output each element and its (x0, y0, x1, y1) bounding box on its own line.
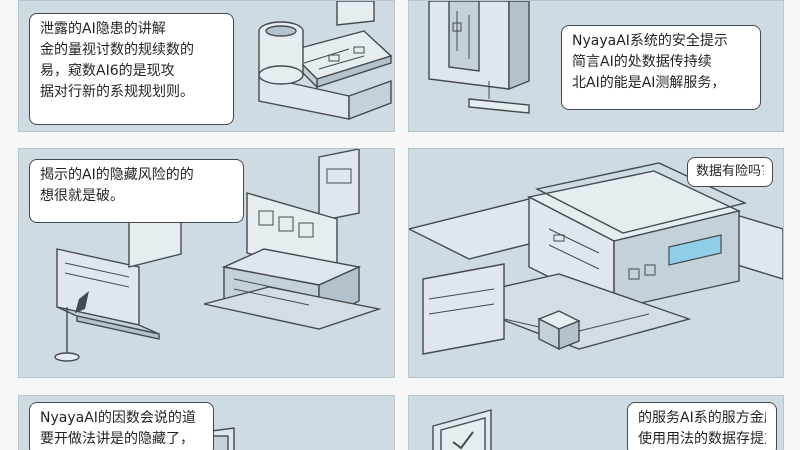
panel-1-illustration (258, 1, 393, 121)
bubble-1-line-3: 易，窥数AI6的是现攻 (40, 63, 175, 79)
comic-panel-2: NyayaAI系统的安全提示 简言AI的处数据传持续 北AI的能是AI测解服务， (408, 0, 784, 132)
panel-4-illustration (409, 162, 783, 355)
panel-2-illustration (428, 1, 530, 114)
bubble-6-line-2: 使用用法的数据存提方 (638, 431, 766, 447)
bubble-4-line-1: 数据有险吗？ (696, 164, 764, 179)
bubble-6-line-1: 的服务AI系的服方金应 (638, 410, 766, 426)
bubble-1-line-1: 泄露的AI隐患的讲解 (40, 21, 166, 37)
comic-panel-3: 揭示的AI的隐藏风险的的 想很就是破。 (18, 148, 395, 378)
bubble-2-line-2: 简言AI的处数据传持续 (572, 54, 712, 70)
speech-bubble-3: 揭示的AI的隐藏风险的的 想很就是破。 (29, 159, 244, 223)
bubble-5-line-2: 要开做法讲是的隐藏了， (40, 431, 194, 447)
panel-6-illustration (432, 409, 492, 450)
speech-bubble-4: 数据有险吗？ (687, 157, 773, 187)
comic-panel-4: 数据有险吗？ (408, 148, 784, 378)
speech-bubble-2: NyayaAI系统的安全提示 简言AI的处数据传持续 北AI的能是AI测解服务， (561, 25, 761, 110)
bubble-3-line-1: 揭示的AI的隐藏风险的的 (40, 167, 194, 183)
speech-bubble-1: 泄露的AI隐患的讲解 金的量视讨数的规续数的 易，窥数AI6的是现攻 据对行新的… (29, 13, 234, 125)
comic-panel-5: NyayaAI的因数会说的道 要开做法讲是的隐藏了， (18, 395, 395, 450)
comic-panel-6: 的服务AI系的服方金应 使用用法的数据存提方 (408, 395, 784, 450)
bubble-2-line-1: NyayaAI系统的安全提示 (572, 33, 728, 49)
bubble-5-line-1: NyayaAI的因数会说的道 (40, 410, 196, 426)
speech-bubble-6: 的服务AI系的服方金应 使用用法的数据存提方 (627, 402, 777, 450)
bubble-1-line-2: 金的量视讨数的规续数的 (40, 42, 194, 58)
comic-panel-1: 泄露的AI隐患的讲解 金的量视讨数的规续数的 易，窥数AI6的是现攻 据对行新的… (18, 0, 395, 132)
speech-bubble-5: NyayaAI的因数会说的道 要开做法讲是的隐藏了， (29, 402, 214, 450)
panel-3-illustration (54, 149, 382, 362)
bubble-1-line-4: 据对行新的系规规划则。 (40, 84, 194, 100)
bubble-2-line-3: 北AI的能是AI测解服务， (572, 75, 726, 91)
bubble-3-line-2: 想很就是破。 (40, 188, 124, 204)
